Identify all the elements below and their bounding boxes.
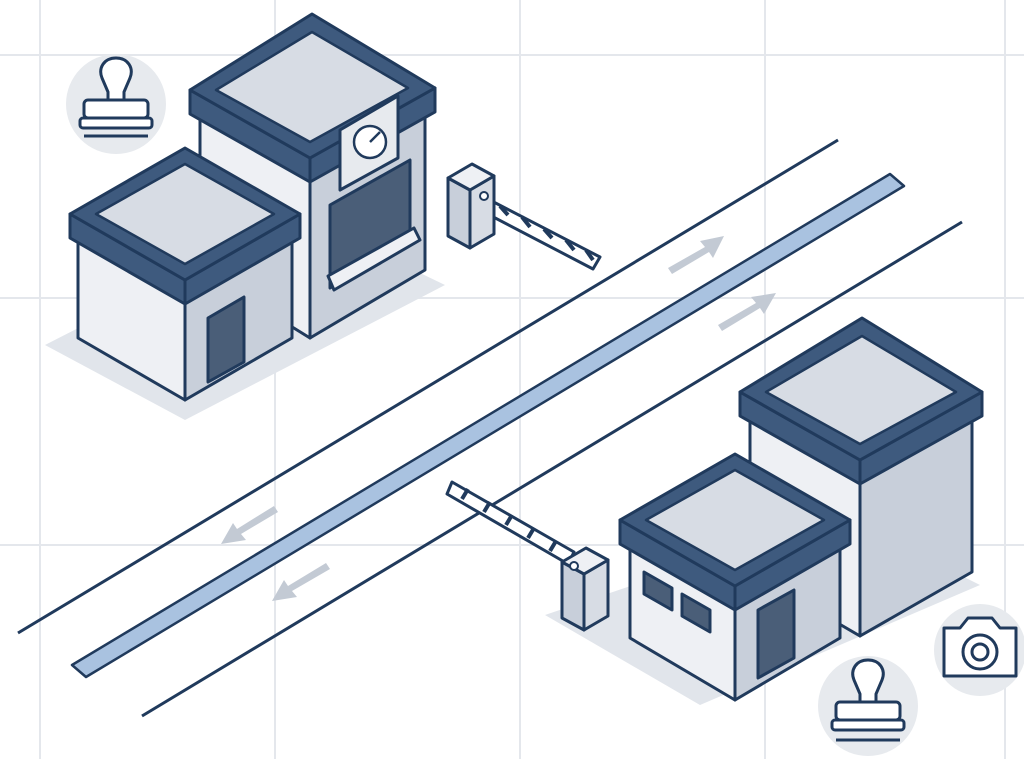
top-barrier-gate [448, 164, 600, 269]
bottom-barrier-gate [447, 482, 608, 630]
barrier-arm [478, 196, 600, 269]
bottom-checkpoint-building [620, 318, 982, 700]
stamp-icon [818, 656, 918, 756]
stamp-icon [66, 54, 166, 154]
camera-icon [934, 604, 1024, 696]
